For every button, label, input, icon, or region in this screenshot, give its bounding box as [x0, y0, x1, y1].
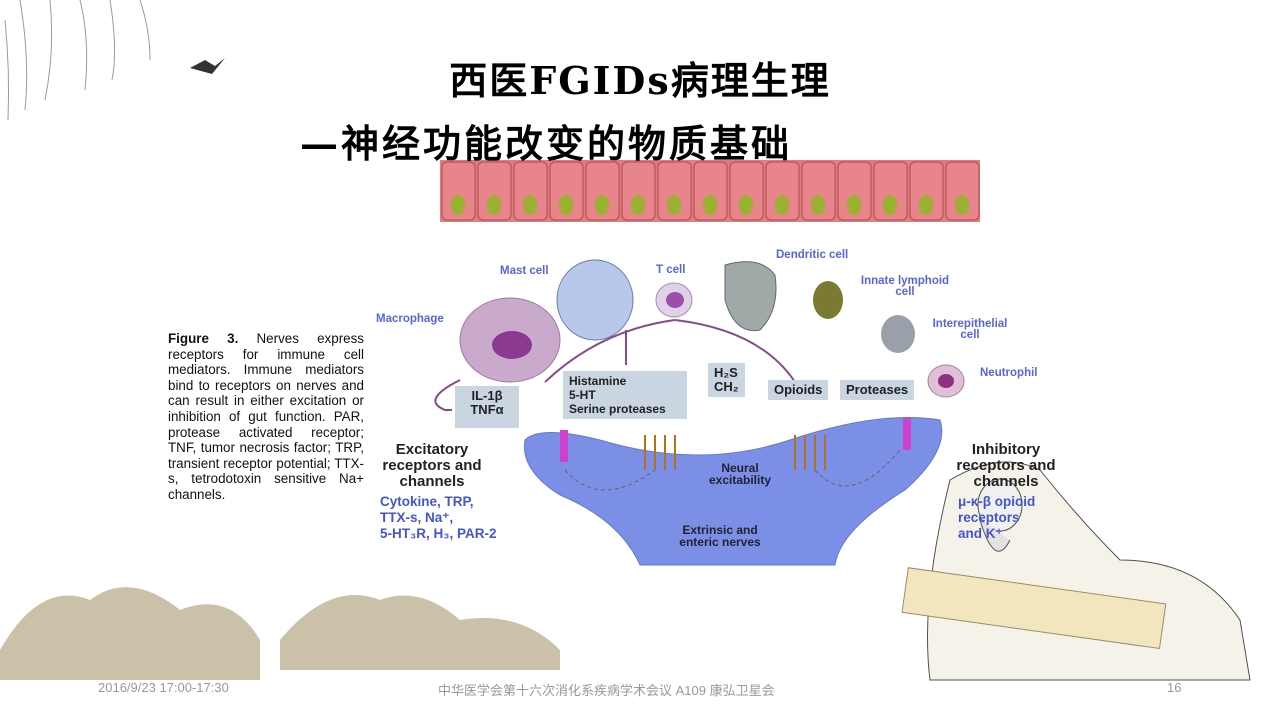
cell-nucleus — [775, 195, 789, 215]
epithelial-cell — [945, 161, 980, 221]
epithelial-cell — [657, 161, 692, 221]
cell-nucleus — [559, 195, 573, 215]
cell-nucleus — [595, 195, 609, 215]
excitatory-line: TTX-s, Na⁺, — [380, 510, 454, 525]
label-innate-lymphoid-cell: Innate lymphoid cell — [860, 275, 950, 298]
mediator-ch2: CH₂ — [714, 379, 739, 394]
receptors — [560, 418, 911, 462]
cell-nucleus — [847, 195, 861, 215]
inhibitory-line: receptors — [958, 510, 1020, 525]
caption-text: Nerves express receptors for immune cell… — [168, 331, 364, 502]
inhibitory-line: and K⁺ — [958, 526, 1003, 541]
mediator-proteases: Proteases — [840, 380, 915, 400]
epithelial-cell — [837, 161, 872, 221]
mediator-opioids: Opioids — [768, 380, 829, 400]
page-number: 16 — [1167, 680, 1182, 695]
cell-nucleus — [955, 195, 969, 215]
cell-nucleus — [883, 195, 897, 215]
excitatory-line: 5-HT₃R, H₃, PAR-2 — [380, 526, 497, 541]
mediator-h2s: H₂S — [714, 365, 738, 380]
cell-nucleus — [631, 195, 645, 215]
mediator-5ht: 5-HT — [569, 388, 596, 402]
cell-nucleus — [739, 195, 753, 215]
cell-nucleus — [523, 195, 537, 215]
label-interepithelial-cell: Interepithelial cell — [932, 318, 1008, 341]
neural-excitability-label: Neural excitability — [708, 461, 772, 487]
label-t-cell: T cell — [656, 264, 686, 276]
epithelial-cell — [513, 161, 548, 221]
label-mast-cell: Mast cell — [500, 265, 549, 277]
bird-icon — [190, 58, 225, 74]
dendritic-cell — [724, 261, 777, 332]
epithelial-cell — [477, 161, 512, 221]
caption-label: Figure 3. — [168, 331, 239, 346]
epithelial-cell — [549, 161, 584, 221]
epithelial-cell — [441, 161, 476, 221]
mediator-serine-proteases: Serine proteases — [569, 402, 666, 416]
nerve-body — [523, 417, 943, 566]
innate-lymphoid-cell — [813, 281, 843, 319]
cell-nucleus — [703, 195, 717, 215]
cell-nucleus — [667, 195, 681, 215]
mediator-tnfa: TNFα — [470, 402, 504, 417]
mediator-histamine: Histamine — [569, 374, 627, 388]
epithelial-cell — [873, 161, 908, 221]
epithelial-cell — [729, 161, 764, 221]
excitatory-heading: Excitatory receptors and channels — [382, 441, 482, 490]
inhibitory-heading: Inhibitory receptors and channels — [956, 441, 1056, 490]
epithelial-cell — [585, 161, 620, 221]
slide-subtitle: —神经功能改变的物质基础 — [300, 121, 793, 166]
interepithelial-cell — [881, 315, 915, 353]
mountain-decoration — [0, 587, 560, 680]
epithelial-cell — [693, 161, 728, 221]
willow-decoration — [4, 0, 151, 121]
cell-nucleus — [919, 195, 933, 215]
scholar-illustration — [901, 461, 1251, 681]
label-neutrophil: Neutrophil — [980, 367, 1038, 379]
cell-nucleus — [487, 195, 501, 215]
epithelial-cell — [621, 161, 656, 221]
label-macrophage: Macrophage — [376, 313, 444, 325]
epithelial-cell — [801, 161, 836, 221]
slide-title: 西医FGIDs病理生理 — [449, 58, 831, 103]
nerves-label: Extrinsic and enteric nerves — [679, 523, 761, 549]
cell-nucleus — [451, 195, 465, 215]
cell-nucleus — [811, 195, 825, 215]
epithelial-cell — [909, 161, 944, 221]
mast-cell — [556, 259, 634, 341]
epithelial-cell — [765, 161, 800, 221]
footer-event: 中华医学会第十六次消化系疾病学术会议 A109 康弘卫星会 — [438, 683, 775, 698]
mediator-il1b: IL-1β — [471, 388, 503, 403]
excitatory-list: Cytokine, TRP,TTX-s, Na⁺,5-HT₃R, H₃, PAR… — [380, 494, 497, 542]
inhibitory-line: μ-κ-β opioid — [958, 494, 1036, 509]
footer-date: 2016/9/23 17:00-17:30 — [98, 680, 229, 695]
label-dendritic-cell: Dendritic cell — [776, 249, 849, 261]
figure-caption: Figure 3. Nerves express receptors for i… — [168, 331, 364, 503]
excitatory-line: Cytokine, TRP, — [380, 494, 474, 509]
